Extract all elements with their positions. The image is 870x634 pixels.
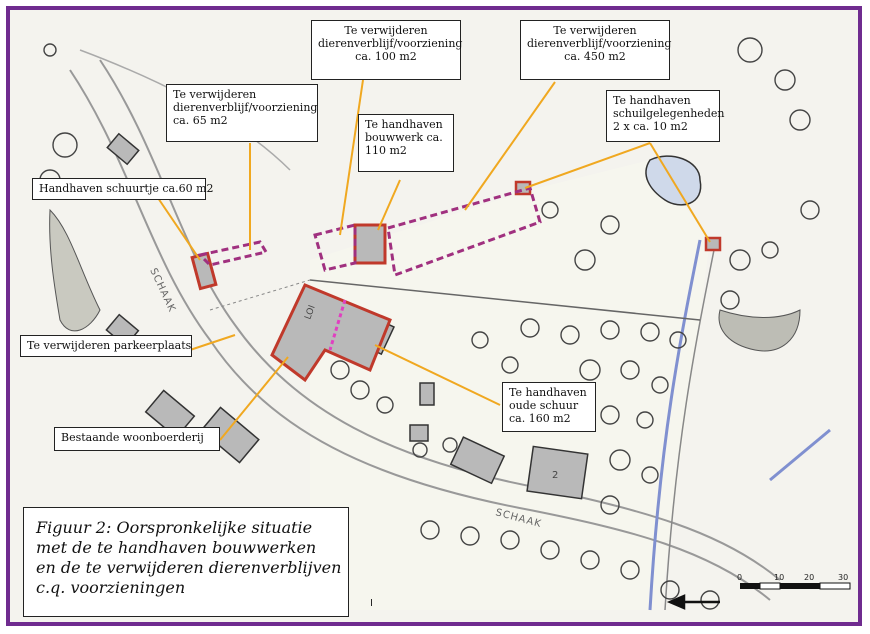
map-frame: 0 10 20 30 LOI 2 I SCHAAK SCHAAK Te verw… xyxy=(6,6,862,626)
scale-tick-0: 0 xyxy=(737,573,742,582)
scale-tick-20: 20 xyxy=(804,573,814,582)
farmhouse-divider xyxy=(328,299,347,351)
callout-line: Te verwijderen xyxy=(553,24,637,37)
canal xyxy=(648,239,702,611)
callout-remove-100: Te verwijderen dierenverblijf/voorzienin… xyxy=(311,20,463,80)
shed-60 xyxy=(190,251,218,291)
callout-line: ca. 160 m2 xyxy=(509,412,571,425)
caption-line: met de te handhaven bouwwerken xyxy=(36,538,317,557)
scale-tick-10: 10 xyxy=(774,573,784,582)
callout-line: bouwwerk ca. xyxy=(365,131,443,144)
callout-line: Te verwijderen xyxy=(344,24,428,37)
hedge-left xyxy=(49,208,101,332)
page-marker: I xyxy=(370,598,373,609)
parcel-line xyxy=(309,279,701,321)
callout-line: dierenverblijf/voorziening xyxy=(527,37,672,50)
road-label-left: SCHAAK xyxy=(147,267,177,315)
callout-line: schuilgelegenheden xyxy=(613,107,725,120)
callout-line: Te handhaven xyxy=(365,118,443,131)
callout-remove-65: Te verwijderen dierenverblijf/voorzienin… xyxy=(166,84,318,142)
road-main-edge xyxy=(99,59,781,581)
callout-line: Te verwijderen xyxy=(173,88,257,101)
callout-remove-parking: Te verwijderen parkeerplaats xyxy=(20,335,192,357)
callout-line: oude schuur xyxy=(509,399,579,412)
remove-area-450 xyxy=(386,186,542,278)
figure-caption: Figuur 2: Oorspronkelijke situatie met d… xyxy=(23,507,349,617)
caption-line: c.q. voorzieningen xyxy=(36,578,186,597)
building-number-main: LOI xyxy=(303,304,317,321)
leader-lines xyxy=(157,79,711,441)
ditch-right xyxy=(769,428,831,482)
remove-area-65 xyxy=(196,240,269,267)
callout-line: Bestaande woonboerderij xyxy=(61,431,204,444)
callout-line: ca. 100 m2 xyxy=(355,50,417,63)
callout-line: dierenverblijf/voorziening xyxy=(318,37,463,50)
callout-keep-110: Te handhaven bouwwerk ca. 110 m2 xyxy=(358,114,454,172)
caption-line: Figuur 2: Oorspronkelijke situatie xyxy=(36,518,313,537)
callout-keep-farmhouse: Bestaande woonboerderij xyxy=(54,427,220,451)
north-arrow-icon xyxy=(666,594,720,610)
trees xyxy=(39,37,820,610)
callout-line: Te verwijderen parkeerplaats xyxy=(27,339,192,352)
callout-line: 110 m2 xyxy=(365,144,407,157)
farmhouse-outline xyxy=(270,283,392,383)
canal-bank xyxy=(664,244,716,611)
hedge-right xyxy=(718,309,801,352)
callout-line: Handhaven schuurtje ca.60 m2 xyxy=(39,182,214,195)
building-number-2: 2 xyxy=(552,470,558,481)
callout-line: ca. 450 m2 xyxy=(564,50,626,63)
callout-keep-shelters: Te handhaven schuilgelegenheden 2 x ca. … xyxy=(606,90,725,142)
callout-keep-barn: Te handhaven oude schuur ca. 160 m2 xyxy=(502,382,596,432)
callout-keep-shed60: Handhaven schuurtje ca.60 m2 xyxy=(32,178,214,200)
callout-line: dierenverblijf/voorziening xyxy=(173,101,318,114)
callout-line: Te handhaven xyxy=(613,94,691,107)
caption-line: en de te verwijderen dierenverblijven xyxy=(36,558,342,577)
callout-line: ca. 65 m2 xyxy=(173,114,228,127)
callout-remove-450: Te verwijderen dierenverblijf/voorzienin… xyxy=(520,20,672,80)
buildings xyxy=(105,132,589,500)
scale-tick-30: 30 xyxy=(838,573,848,582)
scale-bar: 0 10 20 30 xyxy=(737,573,851,590)
building-110 xyxy=(353,223,387,265)
callout-line: Te handhaven xyxy=(509,386,587,399)
callout-line: 2 x ca. 10 m2 xyxy=(613,120,688,133)
